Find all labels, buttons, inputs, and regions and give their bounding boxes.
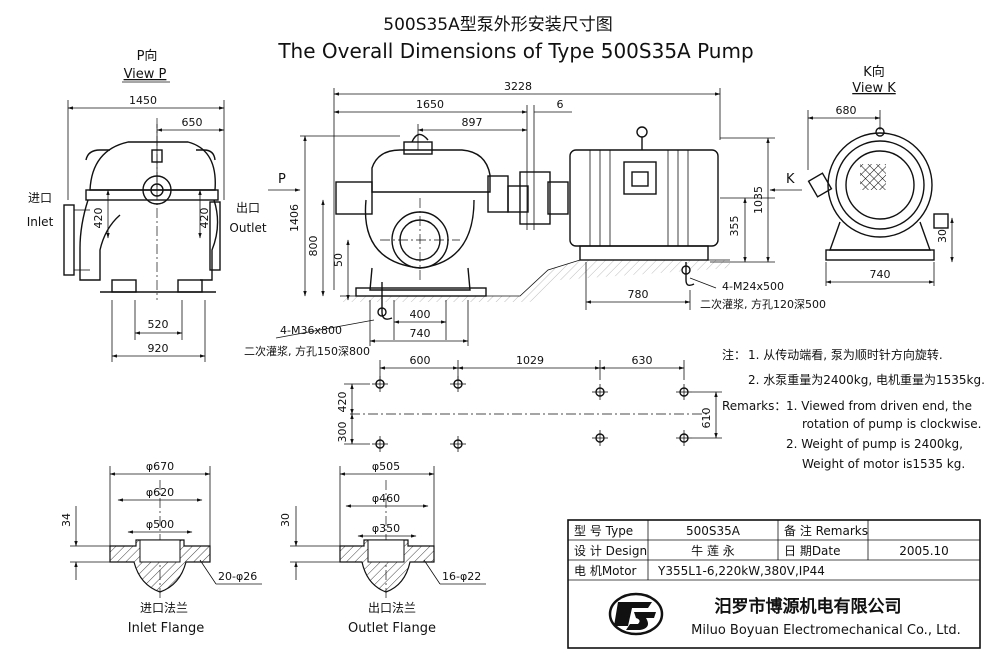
dim-p-520: 520: [148, 318, 169, 331]
dim-1035: 1035: [752, 186, 765, 214]
company-logo: [608, 592, 664, 636]
notes-cn-2: 2. 水泵重量为2400kg, 电机重量为1535kg.: [748, 373, 985, 387]
dim-740: 740: [410, 327, 431, 340]
design-value: 牛 莲 永: [691, 543, 735, 558]
outlet-thickness: 30: [279, 513, 292, 527]
notes-cn-head: 注：: [722, 347, 746, 362]
date-label: 日 期Date: [784, 544, 841, 558]
dim-p-420a: 420: [92, 208, 105, 229]
inlet-label-cn: 进口: [28, 191, 52, 205]
inlet-holes: 20-φ26: [218, 570, 257, 583]
inlet-d1: φ670: [146, 460, 174, 473]
motor-bolt-label: 4-M24x500: [722, 280, 784, 293]
outlet-d1: φ505: [372, 460, 400, 473]
pump-grout-label: 二次灌浆, 方孔150深800: [244, 344, 370, 358]
title-block: 型 号 Type 500S35A 备 注 Remarks 设 计 Design …: [567, 519, 981, 649]
view-k: K向 View K 680 740 30: [807, 64, 954, 286]
inlet-label-en: Inlet: [27, 215, 54, 229]
dim-f-1029: 1029: [516, 354, 544, 367]
inlet-flange-cn: 进口法兰: [140, 601, 188, 615]
motor-grout-label: 二次灌浆, 方孔120深500: [700, 297, 826, 311]
notes-en-1a: 1. Viewed from driven end, the: [786, 399, 972, 413]
remarks-label: 备 注 Remarks: [784, 523, 868, 538]
company-name-cn: 汨罗市博源机电有限公司: [715, 596, 902, 617]
view-k-cn: K向: [863, 64, 885, 80]
company-name-en: Miluo Boyuan Electromechanical Co., Ltd.: [691, 623, 961, 638]
view-p-cn: P向: [137, 48, 158, 64]
dim-897: 897: [462, 116, 483, 129]
dim-50: 50: [332, 253, 345, 267]
notes-en-2a: 2. Weight of pump is 2400kg,: [786, 437, 963, 451]
dim-p-1450: 1450: [129, 94, 157, 107]
view-k-en: View K: [852, 81, 896, 96]
pump-bolt-label: 4-M36x800: [280, 324, 342, 337]
outlet-label-en: Outlet: [229, 221, 266, 235]
dim-400: 400: [410, 308, 431, 321]
inlet-flange-en: Inlet Flange: [128, 621, 204, 636]
dim-f-600: 600: [410, 354, 431, 367]
dim-3228: 3228: [504, 80, 532, 93]
motor-label: 电 机Motor: [574, 564, 637, 578]
dim-6: 6: [557, 98, 564, 111]
outlet-d3: φ350: [372, 522, 400, 535]
notes: 注： 1. 从传动端看, 泵为顺时针方向旋转. 2. 水泵重量为2400kg, …: [722, 347, 985, 471]
motor-value: Y355L1-6,220kW,380V,IP44: [657, 564, 825, 578]
outlet-flange-cn: 出口法兰: [368, 601, 416, 615]
dim-k-30: 30: [936, 229, 949, 243]
dim-k-680: 680: [836, 104, 857, 117]
dim-780: 780: [628, 288, 649, 301]
side-view: P 3228 1650 6 897 1406 800 50: [244, 80, 826, 358]
inlet-d2: φ620: [146, 486, 174, 499]
dim-k-740: 740: [870, 268, 891, 281]
notes-cn-1: 1. 从传动端看, 泵为顺时针方向旋转.: [748, 347, 943, 362]
notes-en-1b: rotation of pump is clockwise.: [802, 417, 981, 431]
outlet-holes: 16-φ22: [442, 570, 481, 583]
foundation-plan: 600 1029 630 420 300 610: [336, 354, 722, 452]
type-value: 500S35A: [686, 524, 741, 538]
outlet-flange-en: Outlet Flange: [348, 621, 436, 636]
dim-f-610: 610: [700, 408, 713, 429]
view-p-arrow: P: [278, 172, 286, 187]
title-en: The Overall Dimensions of Type 500S35A P…: [277, 39, 753, 63]
dim-p-650: 650: [182, 116, 203, 129]
dim-f-300: 300: [336, 422, 349, 443]
dim-f-630: 630: [632, 354, 653, 367]
view-k-arrow: K: [786, 172, 795, 187]
dim-p-420b: 420: [198, 208, 211, 229]
dim-1650: 1650: [416, 98, 444, 111]
title-cn: 500S35A型泵外形安装尺寸图: [383, 15, 613, 35]
notes-en-head: Remarks：: [722, 399, 786, 413]
dim-p-920: 920: [148, 342, 169, 355]
outlet-label-cn: 出口: [236, 201, 260, 215]
dim-355: 355: [728, 216, 741, 237]
dim-800: 800: [307, 236, 320, 257]
view-p: P向 View P 1450 650 进口 Inlet: [27, 48, 267, 362]
outlet-flange: φ505 φ460 φ350 30 16-φ22 出口法兰 Outlet Fla…: [279, 460, 486, 636]
view-p-en: View P: [124, 67, 167, 82]
inlet-thickness: 34: [60, 513, 73, 527]
notes-en-2b: Weight of motor is1535 kg.: [802, 457, 965, 471]
design-label: 设 计 Design: [574, 544, 647, 558]
dim-1406: 1406: [288, 204, 301, 232]
date-value: 2005.10: [899, 544, 949, 558]
inlet-flange: φ670 φ620 φ500 34 20-φ26 进口法兰 Inlet Flan…: [60, 460, 262, 636]
type-label: 型 号 Type: [574, 524, 633, 538]
dim-f-420: 420: [336, 392, 349, 413]
